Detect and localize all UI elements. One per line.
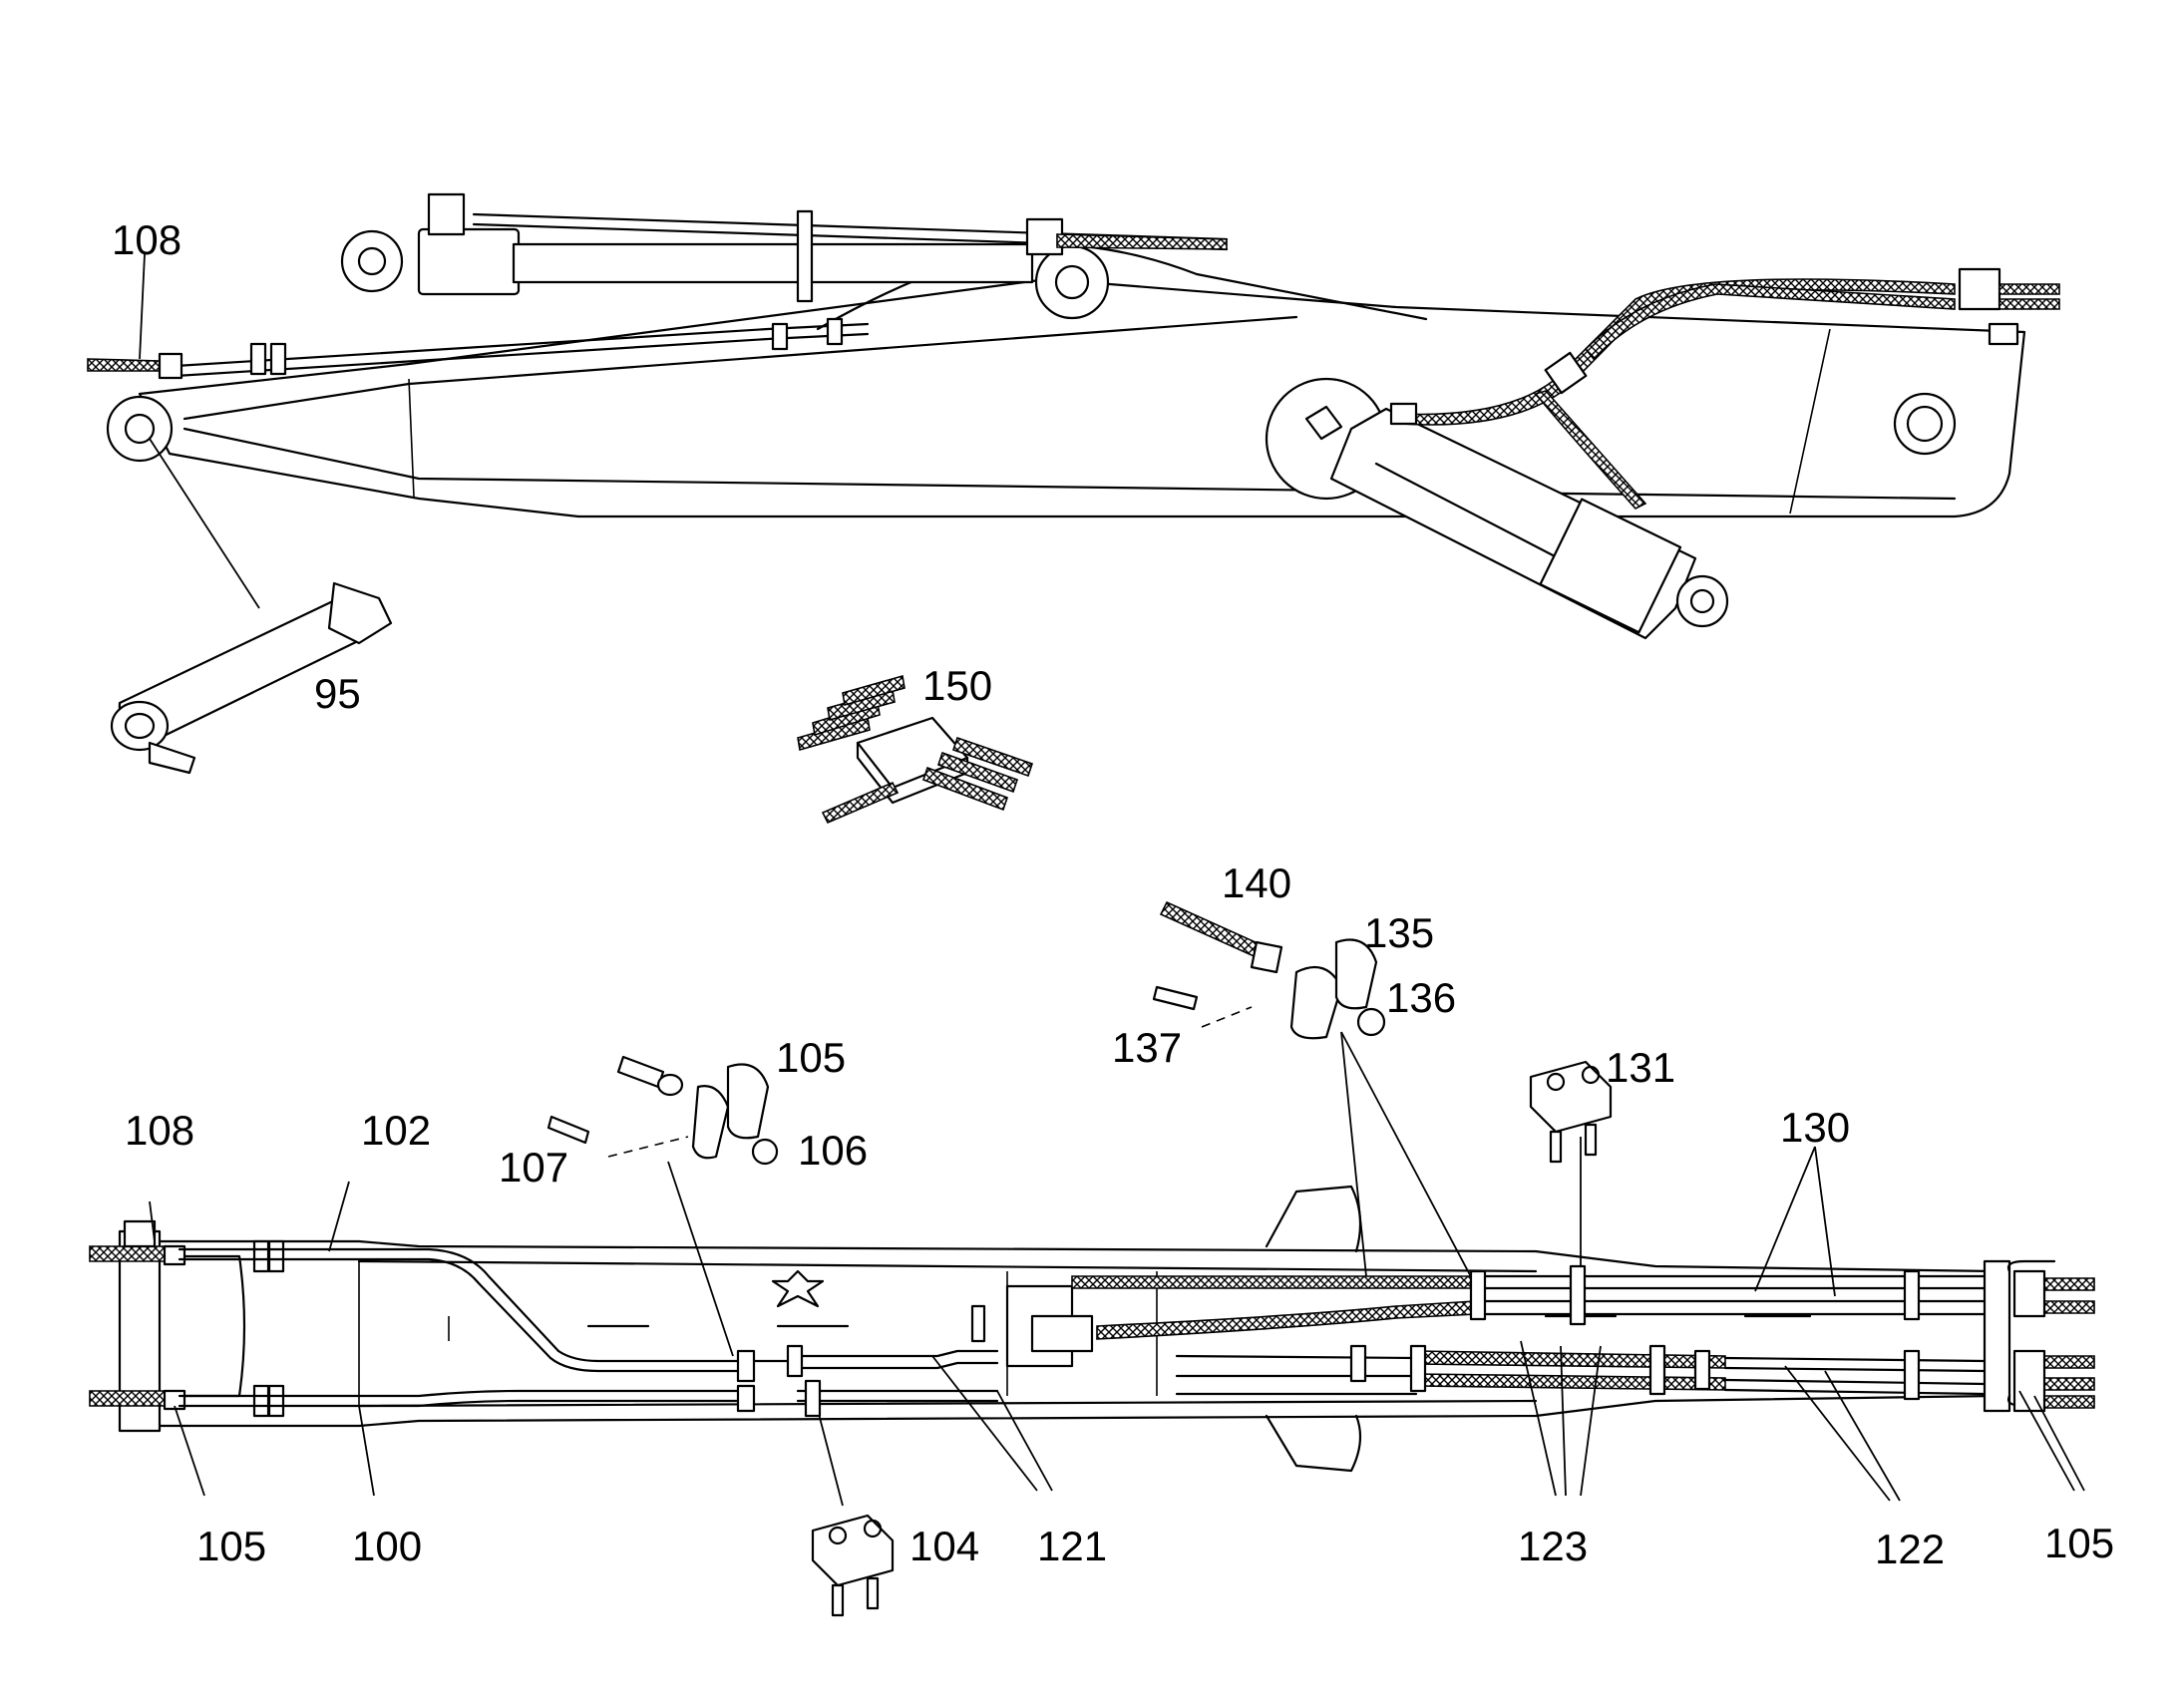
- callout-131: 131: [1606, 1044, 1675, 1091]
- manifold-150: [797, 674, 1034, 825]
- callout-123: 123: [1518, 1523, 1588, 1569]
- callout-106: 106: [798, 1127, 868, 1174]
- boom-foot-fittings: [1983, 1259, 2095, 1413]
- callout-95: 95: [314, 670, 361, 717]
- callout-136: 136: [1386, 974, 1456, 1021]
- callout-121: 121: [1037, 1523, 1107, 1569]
- braided-hoses-mid: [1071, 1264, 1987, 1401]
- callout-140: 140: [1222, 859, 1291, 906]
- callout-108-bottom: 108: [125, 1107, 194, 1154]
- callout-107: 107: [499, 1144, 568, 1191]
- boom-cylinder-hoses: [1389, 267, 2060, 510]
- callout-105-fitting: 105: [776, 1034, 846, 1081]
- fitting-group-140: [1152, 900, 1477, 1287]
- fitting-group-105: [546, 1055, 779, 1357]
- pipe-lines-bottom: [178, 1247, 1094, 1418]
- leader-lines: [139, 253, 2085, 1502]
- callout-137: 137: [1112, 1024, 1182, 1071]
- boom-tip-pivot: [89, 1219, 285, 1433]
- callout-130: 130: [1780, 1104, 1850, 1151]
- pin-95: [110, 438, 393, 775]
- callout-150: 150: [922, 662, 992, 709]
- callout-108-top: 108: [112, 216, 182, 263]
- callout-104: 104: [909, 1523, 979, 1569]
- callout-135: 135: [1364, 909, 1434, 956]
- callout-100: 100: [352, 1523, 422, 1569]
- callout-labels: 108 95 150 140 135 136 137 105 106 107 1…: [112, 216, 2114, 1572]
- clamp-104: [811, 1390, 895, 1617]
- tip-hose-top: [87, 317, 870, 380]
- clamp-131: [1529, 1060, 1613, 1286]
- arm-cylinder: [340, 192, 1229, 303]
- callout-102: 102: [361, 1107, 431, 1154]
- callout-105-left: 105: [196, 1523, 266, 1569]
- callout-105-right: 105: [2044, 1520, 2114, 1566]
- callout-122: 122: [1875, 1526, 1945, 1572]
- boom-cylinder: [1304, 405, 1729, 640]
